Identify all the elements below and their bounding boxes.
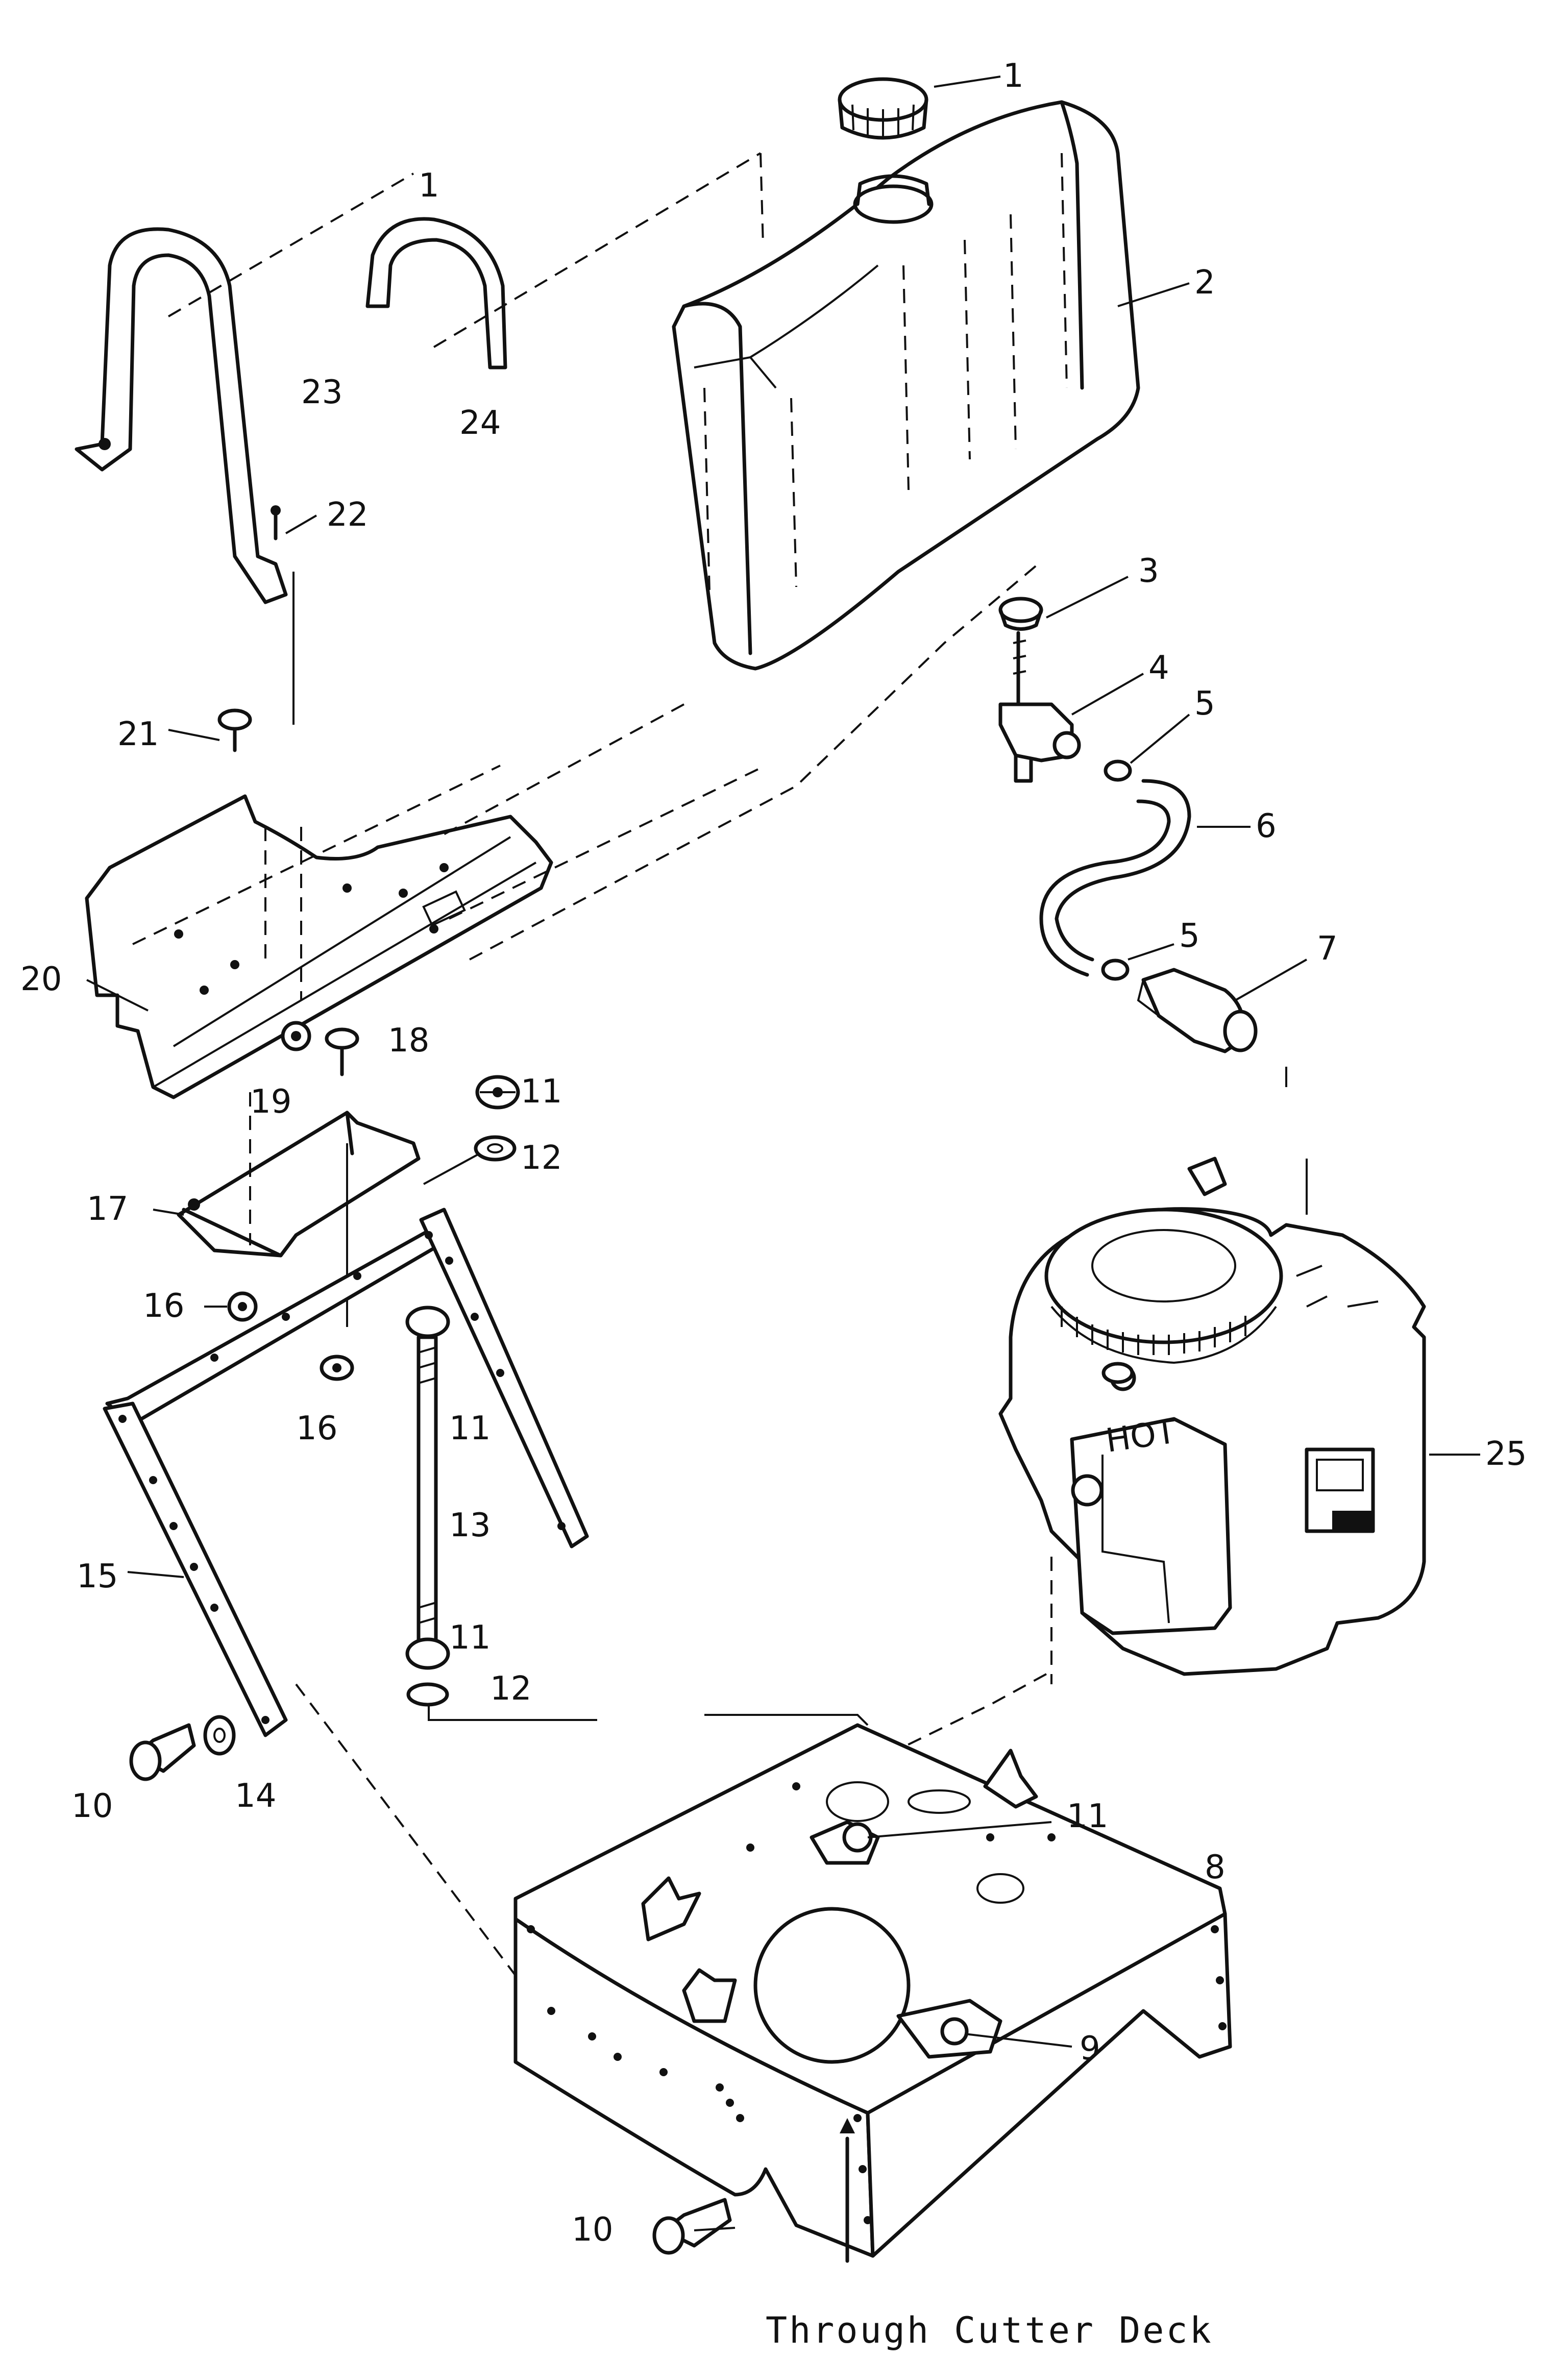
callout-1-strap: 1: [419, 167, 439, 205]
callout-10-bottom: 10: [572, 2211, 613, 2249]
callout-11-rod: 11: [449, 1410, 491, 1447]
callout-5a: 5: [1194, 685, 1215, 723]
fuel-cap: [838, 77, 928, 140]
frame-15: [103, 1208, 589, 1737]
bracket-17: [177, 1111, 421, 1258]
callout-16-left: 16: [143, 1287, 184, 1325]
callout-22: 22: [327, 496, 368, 534]
engine-to-deck-line: [801, 1557, 1052, 1798]
callout-11-top: 11: [521, 1073, 562, 1111]
callout-20: 20: [20, 961, 62, 998]
callout-5b: 5: [1179, 917, 1200, 955]
washer-14: [203, 1715, 236, 1756]
mounting-deck-8: [513, 1723, 1232, 2258]
callout-7: 7: [1317, 930, 1338, 968]
nut-16-left: [227, 1291, 258, 1322]
callout-18: 18: [388, 1022, 429, 1060]
fuel-filter-7: [1137, 968, 1258, 1053]
callout-25: 25: [1485, 1435, 1527, 1473]
grommet-3: [998, 597, 1043, 631]
through-cutter-deck-caption: Through Cutter Deck: [766, 2309, 1213, 2351]
clamp-5-bottom: [1101, 958, 1130, 981]
washer-link: [423, 1152, 480, 1185]
fuel-tank: [672, 100, 1140, 671]
callout-17: 17: [87, 1190, 128, 1228]
callout-12-top: 12: [521, 1139, 562, 1177]
callout-11-deck: 11: [1067, 1798, 1108, 1835]
callout-13: 13: [449, 1507, 491, 1544]
callout-labels: 1 1 2 3 4 5 5 6 7 8 9 10 10 11 11 11 11 …: [20, 57, 1527, 2249]
fuel-hose-6: [1039, 779, 1191, 977]
threaded-rod-13: [405, 1306, 450, 1707]
engine-25: HOT: [998, 1157, 1426, 1676]
screw-22: [271, 505, 281, 540]
callout-14: 14: [235, 1777, 276, 1815]
rod-link-line: [428, 1705, 869, 1726]
callout-12-lower: 12: [490, 1670, 531, 1708]
bolt-10-bottom: [652, 2198, 732, 2255]
bolt-18: [325, 1027, 359, 1076]
callout-8: 8: [1205, 1849, 1226, 1886]
callout-19: 19: [250, 1083, 291, 1121]
bolt-10-left: [129, 1723, 196, 1781]
callout-1-cap: 1: [1003, 57, 1024, 95]
strap-alignment-lines: [167, 152, 764, 348]
callout-4: 4: [1148, 649, 1169, 687]
callout-23: 23: [301, 374, 342, 411]
push-fastener-21: [217, 708, 252, 752]
clamp-5-top: [1104, 759, 1132, 782]
tank-strap-24: [365, 217, 507, 370]
callout-3: 3: [1138, 552, 1159, 590]
callout-24: 24: [459, 404, 501, 442]
callout-21: 21: [117, 716, 159, 753]
tank-strap-23: [75, 227, 288, 604]
nut-19: [281, 1021, 311, 1051]
washer-12-top: [474, 1135, 517, 1162]
callout-10-left: 10: [71, 1787, 113, 1825]
callout-9: 9: [1080, 2030, 1100, 2068]
callout-2: 2: [1194, 264, 1215, 302]
callout-16-right: 16: [296, 1410, 337, 1447]
tank-support-20: [85, 765, 553, 1099]
callout-11-lower: 11: [449, 1619, 491, 1657]
callout-15: 15: [77, 1558, 118, 1595]
tank-to-support-lines: [438, 560, 1042, 961]
callout-leaders: [86, 76, 1480, 2231]
shutoff-valve-4: [998, 631, 1081, 783]
frame-to-deck-line: [295, 1683, 675, 2038]
callout-6: 6: [1256, 807, 1277, 845]
nut-16-right: [320, 1355, 354, 1381]
